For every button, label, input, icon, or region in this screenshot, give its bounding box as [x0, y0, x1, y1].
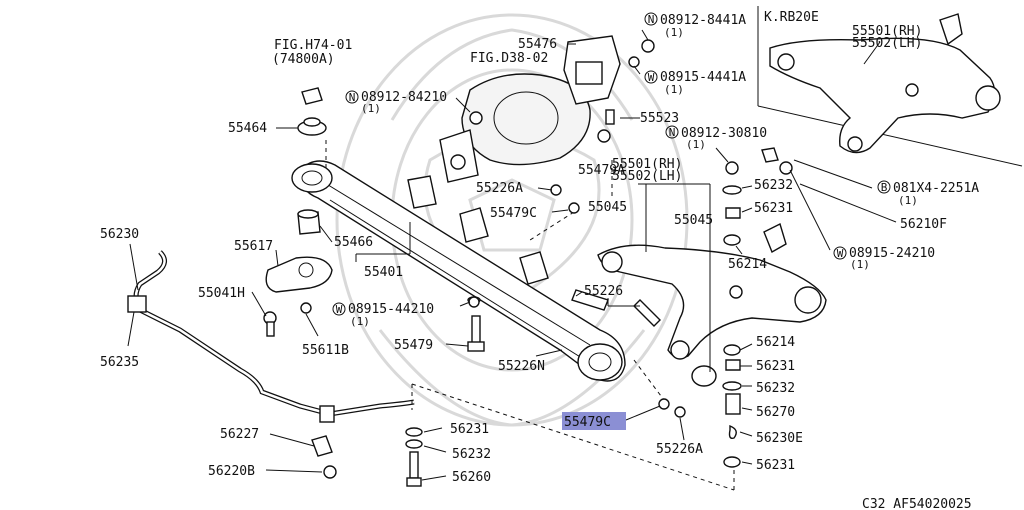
bushing-55466[interactable]: [297, 209, 321, 235]
diagram-code: C32 AF54020025: [862, 497, 972, 510]
main-lower-arm[interactable]: [597, 223, 827, 360]
label-55226a-low[interactable]: 55226A: [656, 442, 703, 457]
label-08915-44210[interactable]: 08915-44210: [348, 302, 434, 317]
bracket-fig-h74[interactable]: [301, 87, 323, 105]
insulator-55464[interactable]: [297, 117, 327, 136]
washer-symbol: W: [837, 247, 844, 260]
label-08912-84210[interactable]: 08912-84210: [361, 90, 447, 105]
label-55479[interactable]: 55479: [394, 338, 433, 353]
label-55617[interactable]: 55617: [234, 239, 273, 254]
bolt-55226[interactable]: [571, 289, 661, 327]
label-56270[interactable]: 56270: [756, 405, 795, 420]
part-labels: FIG.H74-01 (74800A) 55476 FIG.D38-02 089…: [100, 13, 979, 485]
stabilizer-bar[interactable]: [127, 250, 415, 423]
label-56231-bot[interactable]: 56231: [756, 458, 795, 473]
label-56232-low[interactable]: 56232: [452, 447, 491, 462]
label-55041h[interactable]: 55041H: [198, 286, 245, 301]
label-56235[interactable]: 56235: [100, 355, 139, 370]
washer-symbol: W: [648, 71, 655, 84]
inset-frame: [757, 6, 1023, 167]
washer-symbol: W: [336, 303, 343, 316]
label-55523[interactable]: 55523: [640, 111, 679, 126]
label-55045-b[interactable]: 55045: [674, 213, 713, 228]
differential[interactable]: [439, 73, 591, 183]
highlight-box: [562, 412, 626, 430]
label-56231-top[interactable]: 56231: [754, 201, 793, 216]
label-56231-mid[interactable]: 56231: [756, 359, 795, 374]
label-56220b[interactable]: 56220B: [208, 464, 255, 479]
label-55401[interactable]: 55401: [364, 265, 403, 280]
label-fig-h74[interactable]: FIG.H74-01: [274, 38, 352, 53]
leader-lines: [127, 29, 897, 481]
label-56231-low[interactable]: 56231: [450, 422, 489, 437]
label-55479c-top[interactable]: 55479C: [490, 206, 537, 221]
label-56260[interactable]: 56260: [452, 470, 491, 485]
label-55479c-highlighted[interactable]: 55479C: [564, 415, 611, 430]
qty-08912-30810: (1): [686, 138, 706, 151]
label-56214-top[interactable]: 56214: [728, 257, 767, 272]
mount-55617[interactable]: [265, 256, 333, 293]
bolt-symbol: B: [881, 181, 888, 194]
label-55479a[interactable]: 55479A: [578, 163, 625, 178]
guide-lines: [325, 140, 735, 491]
label-56230[interactable]: 56230: [100, 227, 139, 242]
label-08915-4441a[interactable]: 08915-4441A: [660, 70, 746, 85]
qty-08912-84210: (1): [361, 102, 381, 115]
nut-symbol: N: [648, 13, 655, 26]
label-08912-30810[interactable]: 08912-30810: [681, 126, 767, 141]
qty-08912-8441a: (1): [664, 26, 684, 39]
symbol-letters: N W N N B W W: [336, 13, 888, 316]
label-55476[interactable]: 55476: [518, 37, 557, 52]
nut-symbol: N: [669, 126, 676, 139]
nut-symbol: N: [349, 91, 356, 104]
label-55226n[interactable]: 55226N: [498, 359, 545, 374]
crossmember[interactable]: [291, 160, 626, 382]
qty-081x4-2251a: (1): [898, 194, 918, 207]
nuts-top[interactable]: [263, 39, 793, 479]
label-55502[interactable]: 55502(LH): [612, 169, 682, 184]
inset-lower-arm[interactable]: [769, 13, 1001, 154]
label-fig-d38[interactable]: FIG.D38-02: [470, 51, 548, 66]
label-56210f[interactable]: 56210F: [900, 217, 947, 232]
label-55045-a[interactable]: 55045: [588, 200, 627, 215]
label-56214[interactable]: 56214: [756, 335, 795, 350]
label-56230e[interactable]: 56230E: [756, 431, 803, 446]
label-55466[interactable]: 55466: [334, 235, 373, 250]
diff-mount-55476[interactable]: [563, 35, 621, 105]
label-56232-top[interactable]: 56232: [754, 178, 793, 193]
label-08915-24210[interactable]: 08915-24210: [849, 246, 935, 261]
label-55226[interactable]: 55226: [584, 284, 623, 299]
symbol-circles: [332, 12, 891, 316]
label-55501[interactable]: 55501(RH): [612, 157, 682, 172]
label-55226a-top[interactable]: 55226A: [476, 181, 523, 196]
label-55464[interactable]: 55464: [228, 121, 267, 136]
qty-08915-24210: (1): [850, 258, 870, 271]
label-fig-h74-sub: (74800A): [272, 52, 335, 67]
label-55611b[interactable]: 55611B: [302, 343, 349, 358]
inset-label-lh[interactable]: 55502(LH): [852, 36, 922, 51]
qty-08915-44210: (1): [350, 315, 370, 328]
qty-08915-4441a: (1): [664, 83, 684, 96]
inset-label-rh[interactable]: 55501(RH): [852, 24, 922, 39]
label-08912-8441a[interactable]: 08912-8441A: [660, 13, 746, 28]
label-56232-mid[interactable]: 56232: [756, 381, 795, 396]
inset-title: K.RB20E: [764, 10, 819, 25]
stud-bolt-56260[interactable]: [405, 427, 423, 487]
label-081x4-2251a[interactable]: 081X4-2251A: [893, 181, 979, 196]
label-56227[interactable]: 56227: [220, 427, 259, 442]
